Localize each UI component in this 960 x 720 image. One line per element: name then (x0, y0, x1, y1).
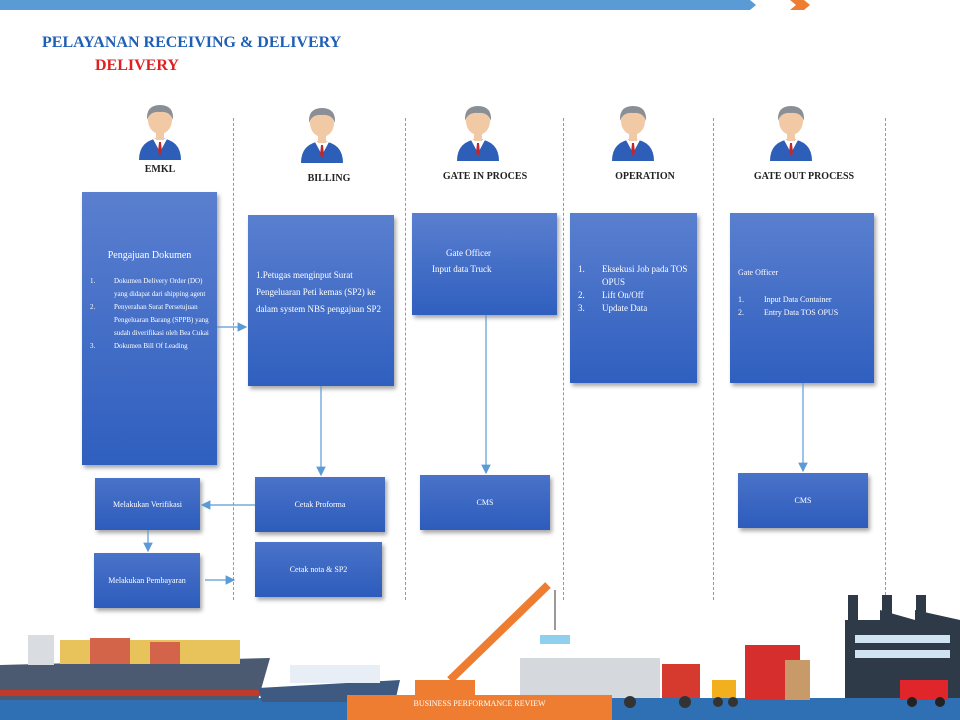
gate-in-line2: Input data Truck (432, 264, 492, 274)
forklift-icon (712, 680, 738, 707)
lane-label-billing: BILLING (307, 173, 351, 184)
lane-label-gate-in: GATE IN PROCES (442, 171, 528, 182)
operation-list: 1. Eksekusi Job pada TOS OPUS 2. Lift On/O… (578, 263, 689, 315)
page-subtitle: DELIVERY (95, 57, 179, 74)
gate-out-list: 1. Input Data Container 2. Entry Data TOS … (738, 293, 866, 319)
emkl-box: Pengajuan Dokumen 1. Dokumen Delivery Ord… (82, 192, 217, 465)
list-item: 2. Lift On/Off (578, 289, 689, 302)
lane-label-gate-out: GATE OUT PROCESS (753, 171, 855, 182)
item-number: 3. (578, 303, 585, 313)
lane-divider (713, 118, 714, 600)
lane-divider (233, 118, 234, 600)
operation-box: 1. Eksekusi Job pada TOS OPUS 2. Lift On/O… (570, 213, 697, 383)
pembayaran-box: Melakukan Pembayaran (94, 553, 200, 608)
item-number: 2. (738, 308, 744, 317)
list-item: 1. Dokumen Delivery Order (DO) yang didap… (90, 275, 209, 301)
lane-label-emkl: EMKL (144, 164, 176, 175)
list-item: 3. Dokumen Bill Of Leading (90, 340, 209, 353)
proforma-box: Cetak Proforma (255, 477, 385, 532)
list-item: 2. Penyerahan Surat Persetujuan Pengeluar… (90, 301, 209, 340)
page-title: PELAYANAN RECEIVING & DELIVERY (42, 34, 342, 51)
item-number: 1. (578, 264, 585, 274)
lane-divider (405, 118, 406, 600)
gate-out-box: Gate Officer 1. Input Data Container 2. En… (730, 213, 874, 383)
list-item: 1. Eksekusi Job pada TOS OPUS (578, 263, 689, 289)
flow-arrows (143, 315, 808, 585)
item-text: Input Data Container (764, 295, 832, 304)
chevron-arrows-icon (740, 0, 810, 10)
list-item: 3. Update Data (578, 302, 689, 315)
list-item: 2. Entry Data TOS OPUS (738, 306, 866, 319)
item-text: Penyerahan Surat Persetujuan Pengeluaran… (114, 303, 209, 337)
factory-icon (845, 595, 960, 698)
port-illustration (0, 582, 960, 720)
footer-banner: BUSINESS PERFORMANCE REVIEW (347, 695, 612, 720)
gate-out-heading: Gate Officer (738, 268, 779, 277)
billing-text: 1.Petugas menginput Surat Pengeluaran Pe… (256, 270, 381, 314)
item-number: 3. (90, 342, 96, 350)
cms-gate-out-box: CMS (738, 473, 868, 528)
top-bar (0, 0, 750, 10)
item-text: Eksekusi Job pada TOS OPUS (602, 264, 688, 287)
lane-divider (563, 118, 564, 600)
item-text: Entry Data TOS OPUS (764, 308, 839, 317)
item-number: 1. (90, 277, 96, 285)
item-number: 1. (738, 295, 744, 304)
nota-box: Cetak nota & SP2 (255, 542, 382, 597)
list-item: 1. Input Data Container (738, 293, 866, 306)
emkl-list: 1. Dokumen Delivery Order (DO) yang didap… (90, 275, 209, 353)
lane-label-operation: OPERATION (615, 171, 675, 182)
gate-in-line1: Gate Officer (446, 248, 492, 258)
item-text: Lift On/Off (602, 290, 644, 300)
boxes-icon (785, 660, 810, 700)
emkl-heading: Pengajuan Dokumen (107, 250, 192, 261)
item-text: Update Data (602, 303, 648, 313)
cargo-ship-icon (0, 635, 270, 700)
delivery-truck-icon (900, 680, 948, 707)
item-number: 2. (578, 290, 585, 300)
cms-gate-in-box: CMS (420, 475, 550, 530)
container-truck-icon (520, 658, 700, 708)
item-text: Dokumen Delivery Order (DO) yang didapat… (114, 277, 206, 298)
gate-in-box: Gate Officer Input data Truck (412, 213, 557, 315)
item-text: Dokumen Bill Of Leading (114, 342, 188, 350)
lane-divider (885, 118, 886, 600)
billing-box: 1.Petugas menginput Surat Pengeluaran Pe… (248, 215, 394, 386)
item-number: 2. (90, 303, 96, 311)
verifikasi-box: Melakukan Verifikasi (95, 478, 200, 530)
